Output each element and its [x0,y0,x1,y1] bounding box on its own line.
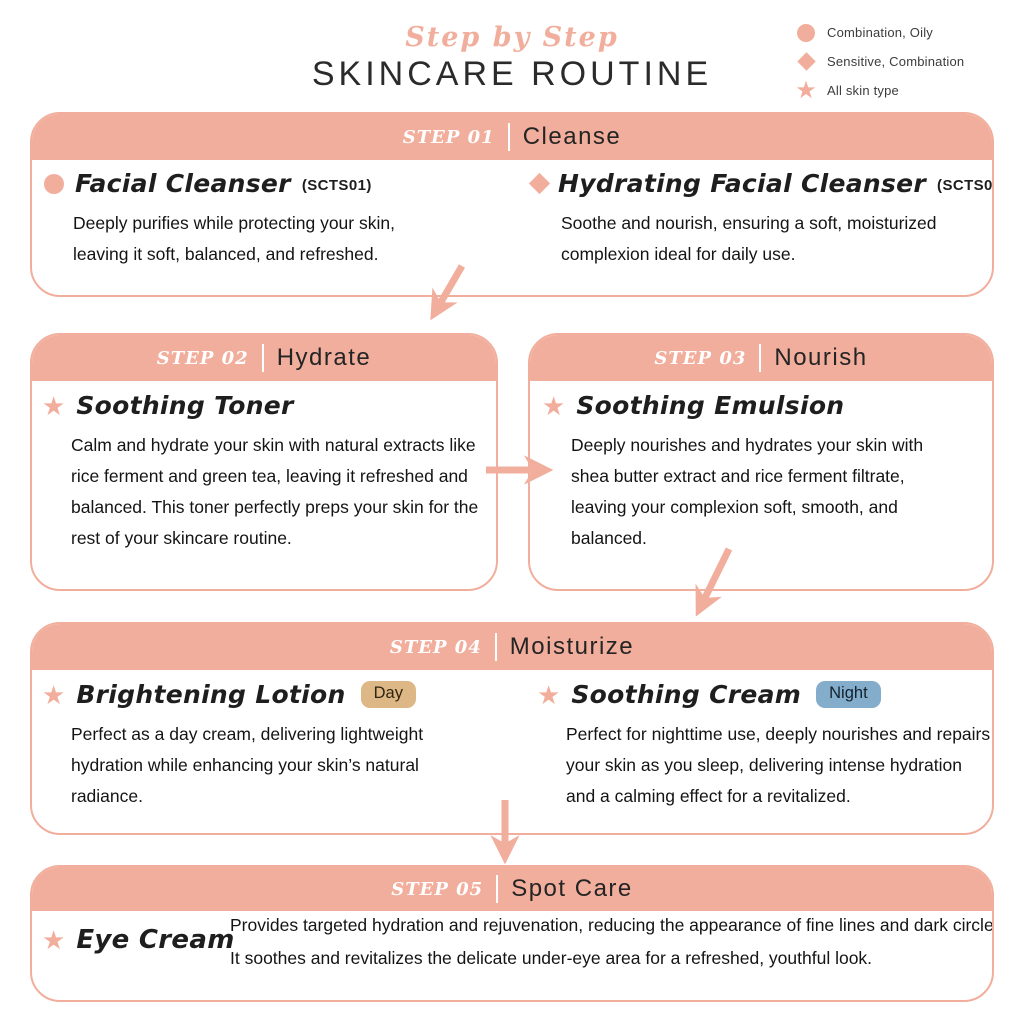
product-description: Perfect for nighttime use, deeply nouris… [566,724,991,806]
circle-icon [44,173,64,194]
legend-label: Combination, Oily [827,25,933,40]
header-divider [261,344,264,372]
step-name: Hydrate [276,344,372,371]
star-icon: ★ [795,76,817,104]
step-02-header: STEP 02 Hydrate [32,335,496,381]
star-icon: ★ [42,925,66,955]
step-03-header: STEP 03 Nourish [530,335,992,381]
star-icon: ★ [42,679,66,710]
header-divider [496,875,499,903]
legend-item-combination-oily: Combination, Oily [793,18,964,47]
product-facial-cleanser: Facial Cleanser (SCTS01) Deeply purifies… [44,169,451,270]
star-icon: ★ [542,390,566,421]
diamond-icon [528,172,551,195]
product-title: Hydrating Facial Cleanser [558,169,927,198]
product-description: Soothe and nourish, ensuring a soft, moi… [561,213,937,264]
step-label: STEP 01 [402,126,495,148]
step-01-cleanse-box: STEP 01 Cleanse Facial Cleanser (SCTS01)… [30,112,994,297]
step-label: STEP 03 [654,347,747,369]
star-icon: ★ [537,679,561,710]
step-02-hydrate-box: STEP 02 Hydrate ★ Soothing Toner Calm an… [30,333,498,591]
page-subtitle: Step by Step [405,22,619,53]
header-divider [494,633,497,661]
step-label: STEP 02 [156,347,249,369]
product-description: Calm and hydrate your skin with natural … [71,435,479,548]
product-title: Eye Cream [76,925,235,955]
diamond-icon [796,52,816,71]
header-divider [507,123,510,151]
title-block: Step by Step SKINCARE ROUTINE [0,22,1024,94]
product-code: (SCTS01) [301,177,372,194]
step-04-moisturize-box: STEP 04 Moisturize ★ Brightening Lotion … [30,622,994,835]
product-description: Perfect as a day cream, delivering light… [71,724,424,806]
header-divider [759,344,762,372]
product-code: (SCTS02) [937,177,993,194]
step-05-header: STEP 05 Spot Care [32,867,992,911]
step-05-spot-care-box: STEP 05 Spot Care ★ Eye Cream Provides t… [30,865,994,1002]
product-description: Provides targeted hydration and rejuvena… [230,915,994,968]
step-name: Moisturize [509,633,635,660]
step-name: Spot Care [511,875,633,902]
product-description: Deeply purifies while protecting your sk… [73,213,395,264]
page-title: SKINCARE ROUTINE [311,55,713,93]
day-badge: Day [360,681,416,708]
product-title: Soothing Toner [76,391,294,420]
product-hydrating-facial-cleanser: Hydrating Facial Cleanser (SCTS02) Sooth… [528,169,993,270]
legend-item-sensitive-combination: Sensitive, Combination [793,47,964,76]
product-eye-cream: ★ Eye Cream [42,925,235,955]
product-soothing-cream: ★ Soothing Cream Night Perfect for night… [537,679,992,812]
night-badge: Night [816,681,881,708]
legend-label: All skin type [827,83,899,98]
step-name: Cleanse [522,123,622,150]
star-icon: ★ [42,390,66,421]
product-title: Brightening Lotion [76,680,346,709]
product-brightening-lotion: ★ Brightening Lotion Day Perfect as a da… [42,680,463,812]
product-title: Soothing Emulsion [576,391,845,420]
legend-item-all-skin-type: ★ All skin type [793,76,964,105]
step-01-header: STEP 01 Cleanse [32,114,992,160]
product-description: Deeply nourishes and hydrates your skin … [571,435,924,548]
product-soothing-toner: ★ Soothing Toner Calm and hydrate your s… [42,391,479,554]
product-title: Facial Cleanser [75,169,291,198]
step-03-nourish-box: STEP 03 Nourish ★ Soothing Emulsion Deep… [528,333,994,591]
step-04-header: STEP 04 Moisturize [32,624,992,670]
product-title: Soothing Cream [571,680,802,709]
step-name: Nourish [774,344,868,371]
legend: Combination, Oily Sensitive, Combination… [793,18,964,105]
legend-label: Sensitive, Combination [827,54,965,69]
step-label: STEP 04 [389,636,482,658]
product-soothing-emulsion: ★ Soothing Emulsion Deeply nourishes and… [542,391,963,554]
circle-icon [797,23,815,42]
step-label: STEP 05 [391,878,484,900]
